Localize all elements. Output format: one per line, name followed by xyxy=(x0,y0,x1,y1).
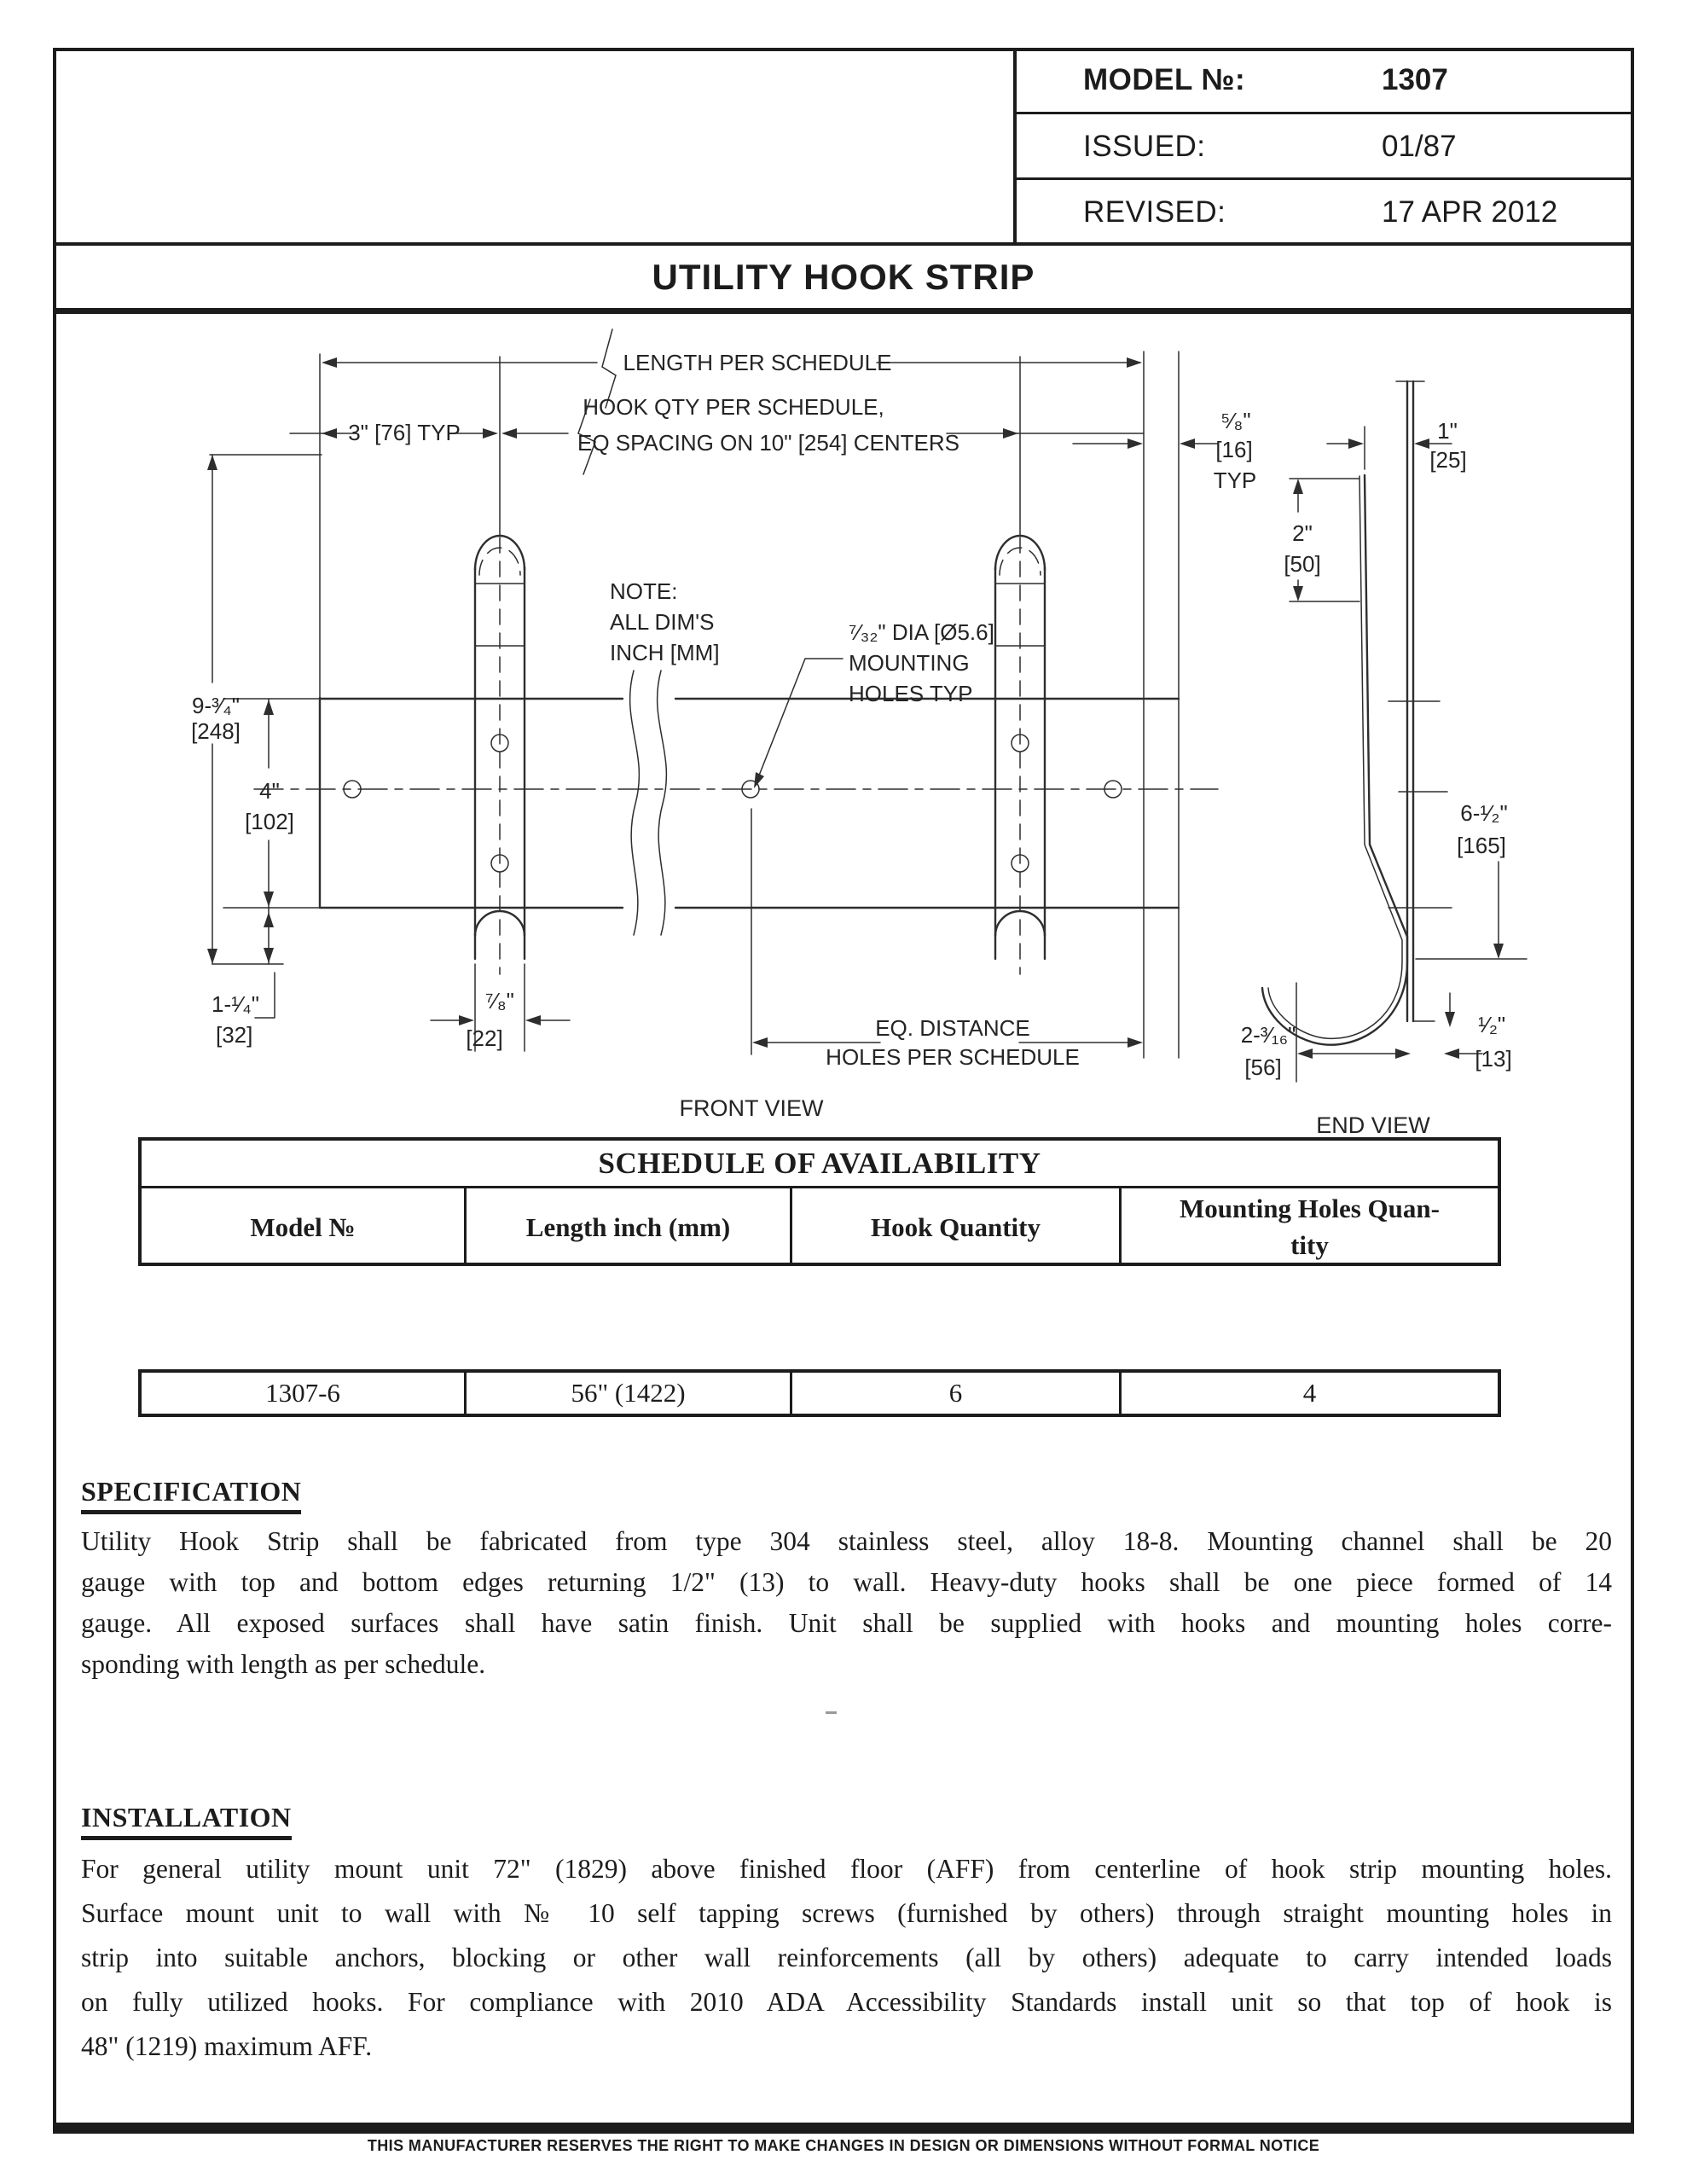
front-view-dimensions xyxy=(207,328,1145,1055)
note-line-1: NOTE: xyxy=(610,578,677,604)
dim-934-label: 9-³⁄₄" xyxy=(192,693,240,718)
note-line-2: ALL DIM'S xyxy=(610,609,714,635)
install-line-1: For general utility mount unit 72" (1829… xyxy=(81,1854,1612,1884)
issued-label: ISSUED: xyxy=(1083,130,1206,163)
cell-length: 56" (1422) xyxy=(467,1373,792,1414)
cell-hook-qty: 6 xyxy=(792,1373,1122,1414)
install-line-2: Surface mount unit to wall with № 10 sel… xyxy=(81,1898,1612,1928)
dim-114-mm: [32] xyxy=(216,1022,252,1048)
front-view-caption: FRONT VIEW xyxy=(679,1095,824,1121)
dim-114-label: 1-¹⁄₄" xyxy=(212,991,259,1017)
cell-holes-qty: 4 xyxy=(1302,1378,1317,1408)
specification-heading: SPECIFICATION xyxy=(81,1476,302,1514)
schedule-table: SCHEDULE OF AVAILABILITY Model № Length … xyxy=(138,1137,1501,1266)
end-view xyxy=(1261,380,1452,1046)
eq-distance-label-2: HOLES PER SCHEDULE xyxy=(826,1044,1080,1070)
footer-bar xyxy=(53,2124,1634,2134)
col-header-holes-qty: Mounting Holes Quan- tity xyxy=(1180,1194,1440,1261)
dim-58-typ: TYP xyxy=(1214,468,1257,493)
header-row-line-2 xyxy=(1017,177,1634,180)
hook-qty-label-2: EQ SPACING ON 10" [254] CENTERS xyxy=(577,430,959,456)
header-divider xyxy=(1013,48,1017,245)
dim-1-mm: [25] xyxy=(1429,447,1466,473)
schedule-title: SCHEDULE OF AVAILABILITY xyxy=(142,1141,1498,1188)
install-line-4: on fully utilized hooks. For compliance … xyxy=(81,1987,1612,2017)
hook-qty-label-1: HOOK QTY PER SCHEDULE, xyxy=(583,394,884,420)
dim-12-mm: [13] xyxy=(1475,1046,1511,1072)
issued-value: 01/87 xyxy=(1382,130,1457,163)
dim-934-mm: [248] xyxy=(191,718,241,744)
dim-78-mm: [22] xyxy=(466,1025,502,1051)
install-line-5: 48" (1219) maximum AFF. xyxy=(81,2031,373,2061)
cell-model: 1307-6 xyxy=(142,1373,467,1414)
note-line-3: INCH [MM] xyxy=(610,640,720,665)
dim-2316-mm: [56] xyxy=(1244,1054,1281,1080)
page-title: UTILITY HOOK STRIP xyxy=(652,257,1035,297)
end-view-caption: END VIEW xyxy=(1316,1112,1430,1138)
dim-58-label: ⁵⁄₈" xyxy=(1220,408,1250,433)
dim-2-mm: [50] xyxy=(1284,551,1320,577)
title-band: UTILITY HOOK STRIP xyxy=(53,245,1634,310)
spec-line-2: gauge with top and bottom edges returnin… xyxy=(81,1567,1612,1597)
dim-2316-label: 2-³⁄₁₆" xyxy=(1241,1022,1296,1048)
spec-line-1: Utility Hook Strip shall be fabricated f… xyxy=(81,1526,1612,1556)
dim-4-mm: [102] xyxy=(245,809,294,834)
model-value: 1307 xyxy=(1382,63,1448,96)
model-label: MODEL №: xyxy=(1083,63,1246,96)
footer-notice: THIS MANUFACTURER RESERVES THE RIGHT TO … xyxy=(367,2137,1320,2154)
revised-value: 17 APR 2012 xyxy=(1382,195,1558,229)
revised-label: REVISED: xyxy=(1083,195,1226,229)
col-header-length: Length inch (mm) xyxy=(467,1188,792,1264)
front-view xyxy=(253,351,1219,1059)
installation-section: INSTALLATION For general utility mount u… xyxy=(81,1802,1612,2069)
header-row-line-1 xyxy=(1017,112,1634,114)
issued-row: ISSUED: 01/87 xyxy=(1013,114,1634,179)
revised-row: REVISED: 17 APR 2012 xyxy=(1013,180,1634,245)
dim-4-label: 4" xyxy=(259,778,280,804)
stray-scan-mark xyxy=(826,1711,837,1714)
technical-drawing: LENGTH PER SCHEDULE HOOK QTY PER SCHEDUL… xyxy=(191,328,1528,1138)
col-header-model: Model № xyxy=(142,1188,467,1264)
title-bottom-line xyxy=(53,308,1634,314)
spec-line-4: sponding with length as per schedule. xyxy=(81,1649,486,1679)
dim-612-mm: [165] xyxy=(1457,833,1506,858)
dim-78-label: ⁷⁄₈" xyxy=(485,988,514,1014)
schedule-header-row: Model № Length inch (mm) Hook Quantity M… xyxy=(142,1188,1498,1264)
installation-heading: INSTALLATION xyxy=(81,1802,292,1840)
dim-58-mm: [16] xyxy=(1215,437,1252,462)
col-header-hook-qty: Hook Quantity xyxy=(792,1188,1122,1264)
end-view-dimensions xyxy=(1072,426,1528,1083)
dim-612-label: 6-¹⁄₂" xyxy=(1460,800,1507,826)
eq-distance-label-1: EQ. DISTANCE xyxy=(875,1015,1030,1041)
header-bottom-line xyxy=(53,242,1634,246)
schedule-data-row: 1307-6 56" (1422) 6 4 xyxy=(138,1369,1501,1417)
dim-1-label: 1" xyxy=(1437,418,1458,444)
install-line-3: strip into suitable anchors, blocking or… xyxy=(81,1943,1612,1972)
dim-3in-label: 3" [76] TYP xyxy=(348,420,461,445)
model-row: MODEL №: 1307 xyxy=(1013,48,1634,113)
spec-line-3: gauge. All exposed surfaces shall have s… xyxy=(81,1608,1612,1638)
specification-section: SPECIFICATION Utility Hook Strip shall b… xyxy=(81,1476,1612,1685)
holes-callout-1: ⁷⁄₃₂" DIA [Ø5.6] xyxy=(849,619,994,645)
dim-12-label: ¹⁄₂" xyxy=(1478,1012,1505,1037)
holes-callout-2: MOUNTING xyxy=(849,650,970,676)
dim-2-label: 2" xyxy=(1292,520,1313,546)
length-dim-label: LENGTH PER SCHEDULE xyxy=(623,350,892,375)
holes-callout-3: HOLES TYP xyxy=(849,681,972,706)
logo-area-blank xyxy=(56,51,1010,241)
